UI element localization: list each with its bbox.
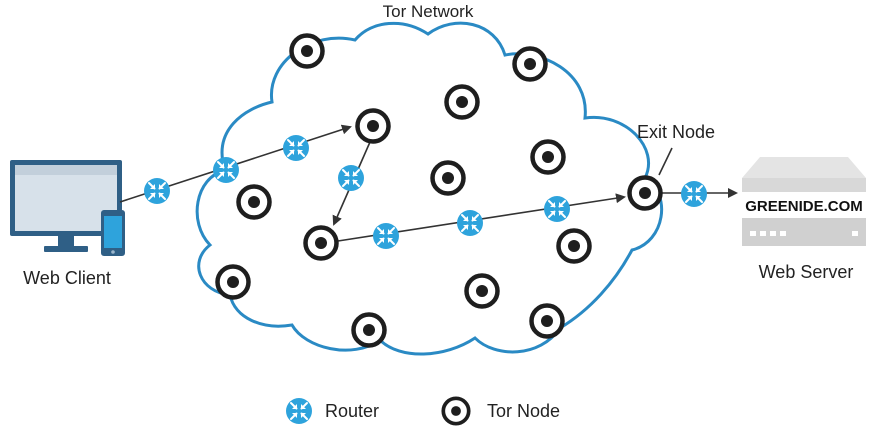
legend-router-label: Router	[325, 401, 379, 421]
legend-tor-node-label: Tor Node	[487, 401, 560, 421]
router-icon	[372, 222, 400, 250]
tor-node-icon	[533, 142, 564, 173]
routers	[143, 134, 708, 250]
tor-node-icon	[358, 111, 389, 142]
router-icon	[143, 177, 171, 205]
tor-node-icon	[218, 267, 249, 298]
tor-node-icon	[354, 315, 385, 346]
router-icon	[212, 156, 240, 184]
tor-node-icon	[239, 187, 270, 218]
web-server-label: Web Server	[759, 262, 854, 282]
tor-node-icon	[292, 36, 323, 67]
web-server-icon	[742, 157, 866, 246]
tor-network-cloud	[195, 21, 663, 356]
router-icon	[456, 209, 484, 237]
legend-tor-node-icon	[441, 396, 471, 426]
router-icon	[337, 164, 365, 192]
router-icon	[282, 134, 310, 162]
tor-node-icon	[433, 163, 464, 194]
web-client-phone-icon	[101, 210, 125, 256]
diagram-title: Tor Network	[383, 2, 474, 21]
tor-node-icon	[467, 276, 498, 307]
legend: Router Tor Node	[285, 396, 560, 426]
legend-router-icon	[285, 397, 313, 425]
server-brand-label: GREENIDE.COM	[745, 198, 863, 215]
web-client-computer-icon	[10, 160, 122, 252]
router-icon	[543, 195, 571, 223]
router-icon	[680, 180, 708, 208]
exit-node-pointer-line	[658, 147, 673, 176]
web-client-label: Web Client	[23, 268, 111, 288]
tor-node-icon	[515, 49, 546, 80]
tor-node-icon	[306, 228, 337, 259]
tor-node-icon	[532, 306, 563, 337]
tor-nodes	[218, 36, 661, 346]
tor-node-icon	[447, 87, 478, 118]
exit-tor-node-icon	[630, 178, 661, 209]
tor-node-icon	[559, 231, 590, 262]
exit-node-label: Exit Node	[637, 122, 715, 142]
